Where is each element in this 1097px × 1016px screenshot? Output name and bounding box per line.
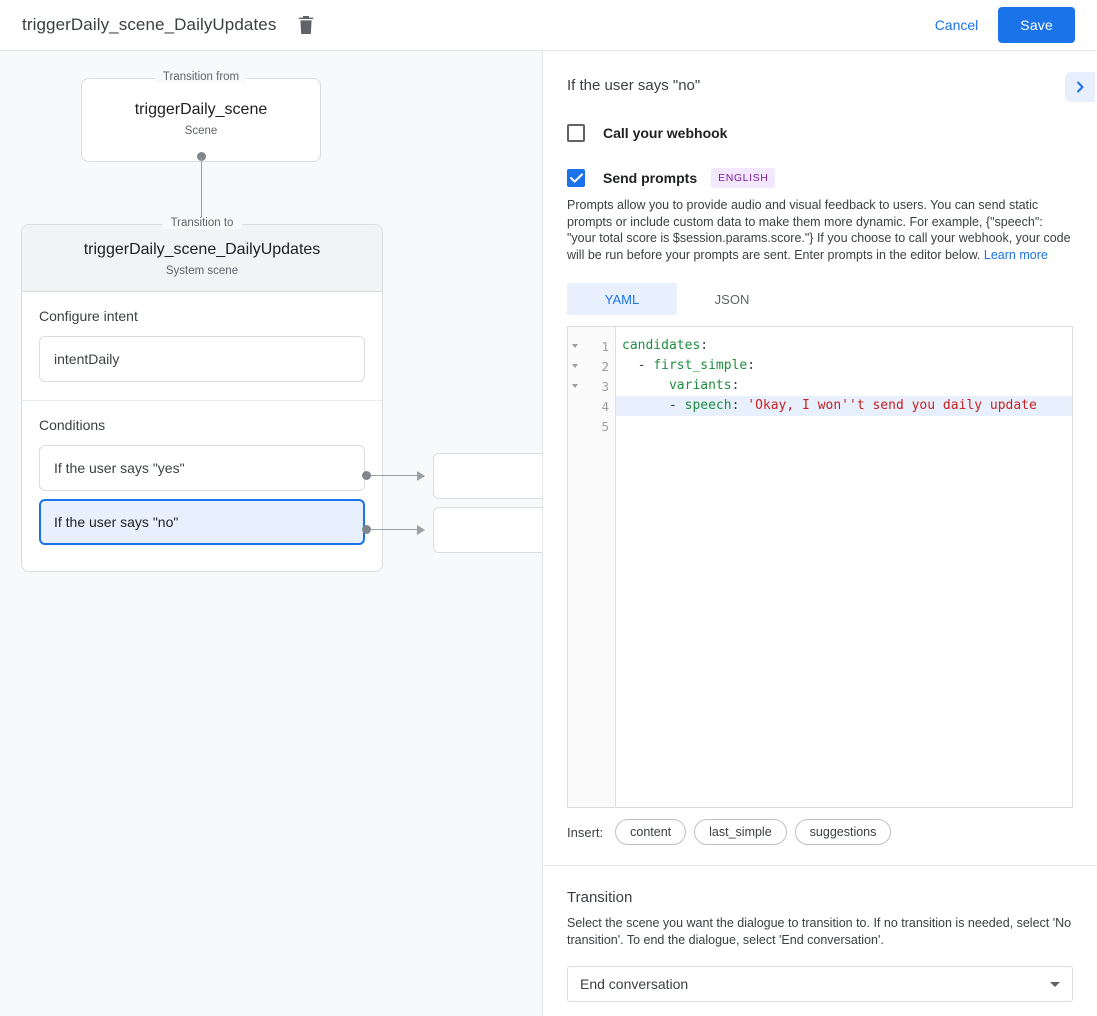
to-node-header: triggerDaily_scene_DailyUpdates System s… — [22, 225, 382, 292]
condition-card-yes[interactable]: If the user says "yes" — [39, 445, 365, 491]
to-node-subtitle: System scene — [165, 265, 239, 277]
transition-to-group: Transition to triggerDaily_scene_DailyUp… — [21, 217, 383, 572]
trash-icon[interactable] — [294, 13, 318, 37]
line-number: 4 — [601, 398, 609, 414]
code-token: - — [622, 358, 654, 373]
condition-yes-output-dot — [362, 471, 371, 480]
tab-json[interactable]: JSON — [714, 291, 750, 307]
tab-yaml[interactable]: YAML — [567, 283, 677, 315]
from-node-title: triggerDaily_scene — [134, 101, 268, 118]
details-panel: If the user says "no" Call your webhook … — [542, 51, 1097, 1016]
transition-select[interactable]: End conversation — [567, 966, 1073, 1002]
configure-intent-label: Configure intent — [39, 308, 138, 324]
graph-canvas[interactable]: Transition from triggerDaily_scene Scene… — [0, 51, 542, 1016]
webhook-row[interactable]: Call your webhook — [567, 124, 1073, 142]
connector-dot-from — [197, 152, 206, 161]
transition-from-group: Transition from triggerDaily_scene Scene — [81, 71, 321, 162]
editor-code-area[interactable]: candidates: - first_simple: variants: - … — [616, 327, 1072, 807]
target-card-yes[interactable] — [433, 453, 542, 499]
line-number: 5 — [601, 418, 609, 434]
code-token: variants — [668, 378, 732, 393]
prompts-description: Prompts allow you to provide audio and v… — [567, 197, 1073, 263]
panel-header: If the user says "no" — [543, 51, 1097, 102]
prompt-code-editor[interactable]: 1 2 3 4 5 candidates: - first_simple: varian… — [567, 326, 1073, 808]
gutter-row: 2 — [568, 356, 615, 376]
send-prompts-checkbox[interactable] — [567, 169, 585, 187]
transition-to-legend: Transition to — [162, 217, 242, 229]
page-title: triggerDaily_scene_DailyUpdates — [22, 15, 277, 34]
fold-triangle-icon[interactable] — [572, 344, 578, 348]
send-prompts-label: Send prompts — [603, 170, 698, 186]
target-card-no[interactable] — [433, 507, 542, 553]
send-prompts-row[interactable]: Send prompts ENGLISH — [567, 168, 1073, 188]
language-badge: ENGLISH — [711, 168, 776, 188]
code-token: candidates — [622, 338, 701, 353]
code-line[interactable]: variants: — [616, 376, 1072, 396]
insert-label: Insert: — [567, 824, 604, 840]
code-token: first_simple — [653, 358, 748, 373]
prompts-description-text: Prompts allow you to provide audio and v… — [567, 198, 1071, 262]
panel-heading: If the user says "no" — [567, 77, 701, 94]
code-line[interactable]: - speech: 'Okay, I won''t send you daily… — [616, 396, 1072, 416]
condition-no-arrowhead — [417, 525, 425, 535]
transition-title: Transition — [567, 889, 633, 906]
insert-chip-last-simple[interactable]: last_simple — [694, 819, 787, 845]
condition-card-no[interactable]: If the user says "no" — [39, 499, 365, 545]
configure-intent-section: Configure intent intentDaily — [22, 292, 382, 400]
connector-line-vertical — [201, 157, 202, 261]
line-number: 3 — [601, 378, 609, 394]
code-token — [622, 378, 669, 393]
code-token: : — [700, 338, 709, 353]
gutter-row: 4 — [568, 396, 615, 416]
from-node-subtitle: Scene — [184, 125, 218, 137]
insert-row: Insert: content last_simple suggestions — [567, 819, 1073, 845]
fold-triangle-icon[interactable] — [572, 384, 578, 388]
code-line[interactable]: - first_simple: — [616, 356, 1072, 376]
fold-triangle-icon[interactable] — [572, 364, 578, 368]
code-line[interactable] — [616, 416, 1072, 436]
gutter-row: 3 — [568, 376, 615, 396]
code-token: : — [731, 378, 740, 393]
code-token: 'Okay, I won''t send you daily update — [747, 398, 1037, 413]
intent-value-card[interactable]: intentDaily — [39, 336, 365, 382]
panel-body: Call your webhook Send prompts ENGLISH P… — [543, 124, 1097, 1002]
learn-more-link[interactable]: Learn more — [983, 247, 1048, 262]
condition-no-output-dot — [362, 525, 371, 534]
gutter-row: 5 — [568, 416, 615, 436]
transition-description: Select the scene you want the dialogue t… — [567, 916, 1072, 947]
webhook-checkbox[interactable] — [567, 124, 585, 142]
conditions-label: Conditions — [39, 417, 106, 433]
code-token: - — [622, 398, 685, 413]
transition-select-value: End conversation — [580, 976, 689, 992]
transition-from-legend: Transition from — [154, 71, 248, 83]
cancel-button[interactable]: Cancel — [923, 9, 991, 41]
gutter-row: 1 — [568, 336, 615, 356]
condition-yes-edge — [371, 475, 419, 476]
graph-canvas-inner: Transition from triggerDaily_scene Scene… — [0, 51, 542, 1016]
insert-chip-suggestions[interactable]: suggestions — [794, 819, 892, 845]
to-node-title: triggerDaily_scene_DailyUpdates — [83, 241, 321, 258]
code-token: : — [731, 398, 748, 413]
insert-chip-content[interactable]: content — [615, 819, 687, 845]
panel-divider — [543, 865, 1097, 866]
condition-no-edge — [371, 529, 419, 530]
code-line[interactable]: candidates: — [616, 336, 1072, 356]
conditions-section: Conditions If the user says "yes" If the… — [22, 400, 382, 571]
line-number: 2 — [601, 358, 609, 374]
chevron-right-icon[interactable] — [1065, 72, 1095, 102]
save-button[interactable]: Save — [998, 7, 1075, 43]
editor-format-tabs: YAML JSON — [567, 283, 1073, 315]
top-bar: triggerDaily_scene_DailyUpdates Cancel S… — [0, 0, 1097, 51]
caret-down-icon — [1050, 981, 1060, 987]
line-number: 1 — [601, 338, 609, 354]
editor-gutter[interactable]: 1 2 3 4 5 — [568, 327, 616, 807]
condition-yes-arrowhead — [417, 471, 425, 481]
code-token: : — [747, 358, 756, 373]
code-token: speech — [684, 398, 732, 413]
webhook-label: Call your webhook — [603, 125, 728, 141]
